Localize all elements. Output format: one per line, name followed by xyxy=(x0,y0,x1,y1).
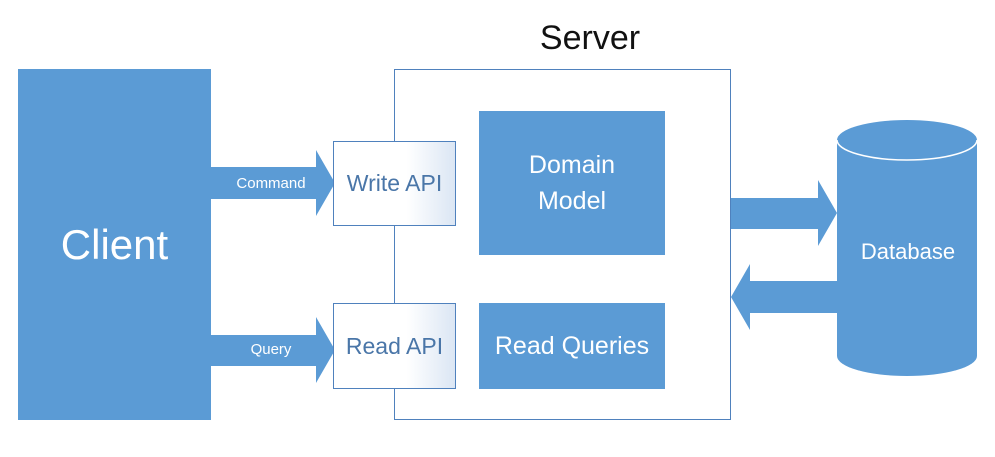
database-cylinder xyxy=(836,120,978,376)
read-api-box: Read API xyxy=(333,303,456,389)
server-title: Server xyxy=(539,18,641,57)
query-arrow-label: Query xyxy=(250,340,292,358)
write-api-label: Write API xyxy=(346,170,443,196)
database-to-server-arrow xyxy=(731,264,837,330)
read-queries-box: Read Queries xyxy=(479,303,665,389)
query-arrow xyxy=(211,317,335,383)
command-arrow-label: Command xyxy=(236,174,306,192)
domain-model-label-line1: Domain xyxy=(528,151,616,179)
domain-model-box: Domain Model xyxy=(479,111,665,255)
read-queries-label: Read Queries xyxy=(494,331,650,360)
read-api-label: Read API xyxy=(345,332,444,359)
domain-model-label-line2: Model xyxy=(537,187,607,215)
server-to-database-arrow xyxy=(731,180,837,246)
command-arrow xyxy=(211,150,335,216)
client-box: Client xyxy=(18,69,211,420)
write-api-box: Write API xyxy=(333,141,456,226)
database-label: Database xyxy=(860,239,956,264)
client-label: Client xyxy=(60,220,169,268)
